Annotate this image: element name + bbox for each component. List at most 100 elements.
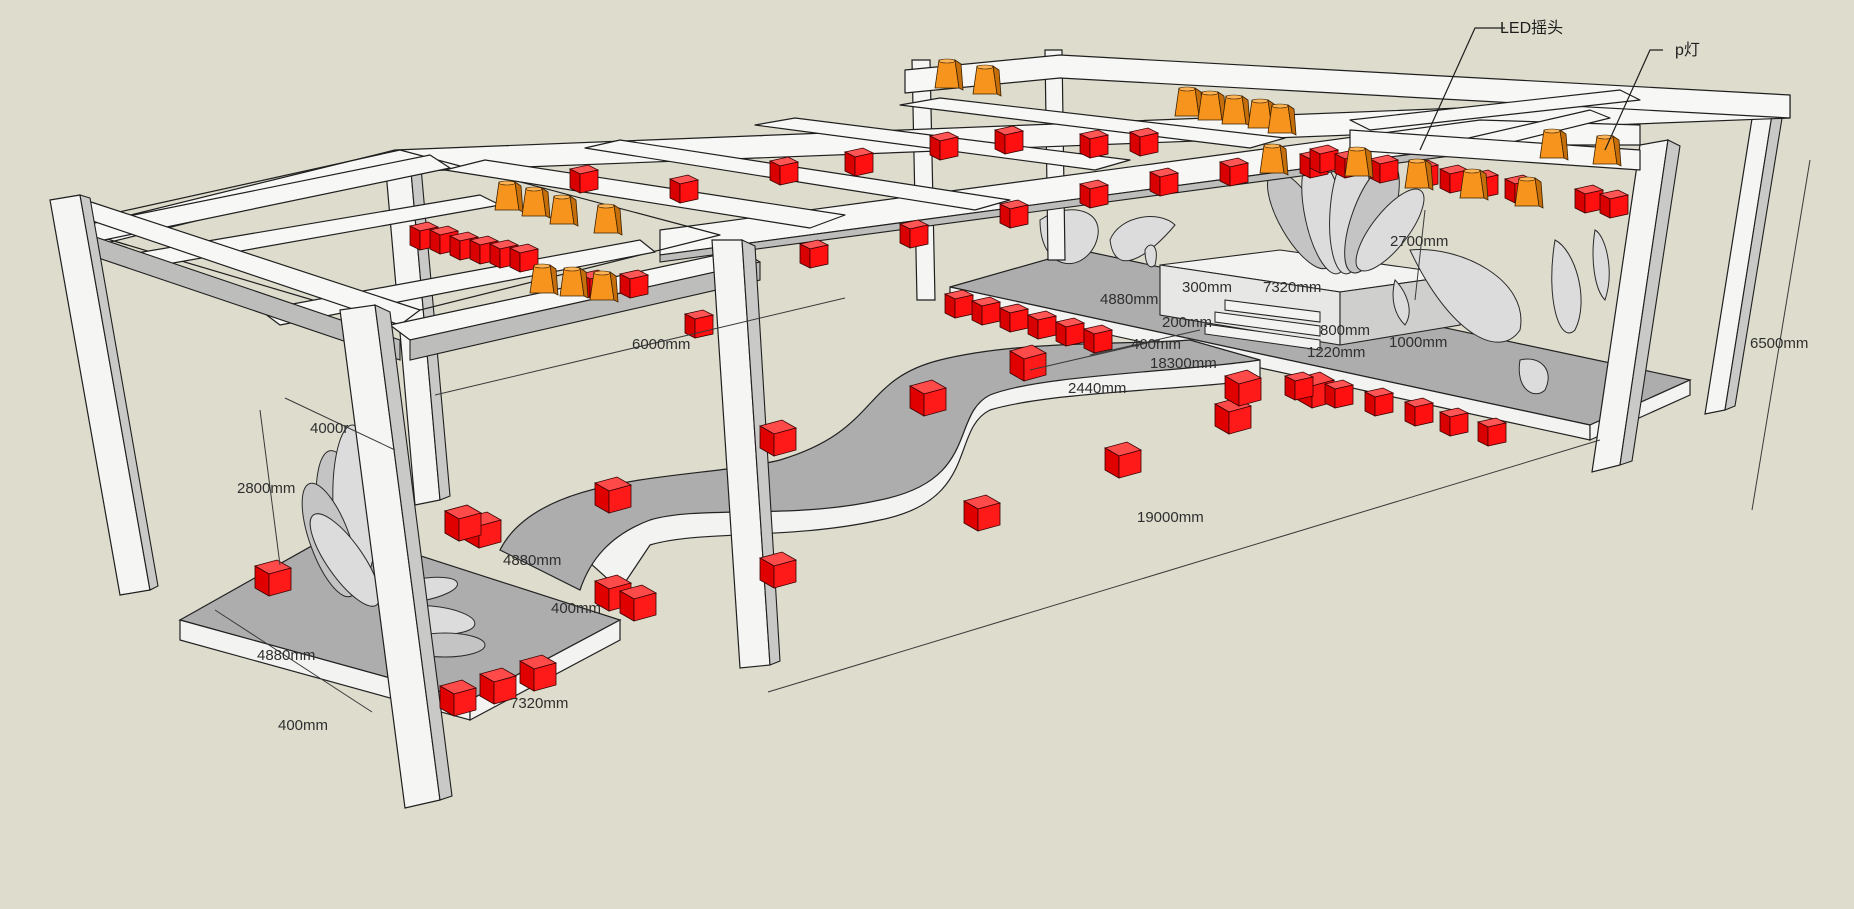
- led-moving-head-fixture: [1309, 144, 1339, 174]
- par-light-fixture: [593, 203, 623, 236]
- floor-light-fixture: [944, 289, 974, 319]
- led-moving-head-fixture: [569, 164, 599, 194]
- dim-total-length: 19000mm: [1137, 509, 1204, 526]
- led-moving-head-fixture: [844, 147, 874, 177]
- floor-light-box: [909, 379, 947, 417]
- floor-light-box: [1224, 369, 1262, 407]
- led-moving-head-fixture: [1574, 184, 1604, 214]
- floor-light-fixture: [1324, 379, 1354, 409]
- dim-left-side-depth: 4000r: [310, 420, 348, 437]
- dim-total-height: 6500mm: [1750, 335, 1808, 352]
- par-light-fixture: [529, 263, 559, 296]
- floor-light-box: [619, 584, 657, 622]
- dim-right-stage-height: 400mm: [1131, 336, 1181, 353]
- led-moving-head-fixture: [1219, 157, 1249, 187]
- callout-led-moving-head: LED摇头: [1500, 19, 1563, 37]
- dim-platform-top: 1000mm: [1389, 334, 1447, 351]
- dim-right-stage-width: 4880mm: [1100, 291, 1158, 308]
- par-light-fixture: [559, 266, 589, 299]
- floor-light-box: [1104, 441, 1142, 479]
- par-light-fixture: [1592, 134, 1622, 167]
- led-moving-head-fixture: [994, 125, 1024, 155]
- floor-light-box: [519, 654, 557, 692]
- dim-stair-rise: 200mm: [1162, 314, 1212, 331]
- floor-light-fixture: [971, 296, 1001, 326]
- petal-8: [1144, 244, 1157, 268]
- floor-light-box: [963, 494, 1001, 532]
- floor-light-fixture: [1364, 387, 1394, 417]
- stair-step-3: [1204, 323, 1321, 351]
- par-light-fixture: [549, 194, 579, 227]
- dim-runway-width: 2440mm: [1068, 380, 1126, 397]
- floor-light-box: [759, 419, 797, 457]
- par-light-fixture: [1197, 90, 1227, 123]
- dim-platform-depth: 1220mm: [1307, 344, 1365, 361]
- par-light-fixture: [494, 180, 524, 213]
- par-light-fixture: [1259, 143, 1289, 176]
- par-light-fixture: [972, 64, 1002, 97]
- dim-left-screen-height: 2800mm: [237, 480, 295, 497]
- led-moving-head-fixture: [1079, 179, 1109, 209]
- dim-truss-depth: 6000mm: [632, 336, 690, 353]
- floor-light-fixture: [1404, 397, 1434, 427]
- par-light-fixture: [934, 58, 964, 91]
- labels: LED摇头 p灯 6000mm 19000mm 6500mm 4000r 280…: [237, 19, 1808, 734]
- callout-par-light: p灯: [1675, 41, 1700, 59]
- floor-light-fixture: [1027, 310, 1057, 340]
- floor-light-box: [439, 679, 477, 717]
- led-moving-head-fixture: [799, 239, 829, 269]
- par-light-fixture: [1459, 168, 1489, 201]
- petal-6: [1592, 229, 1610, 301]
- led-moving-head-fixture: [899, 219, 929, 249]
- callout-leaders: [1419, 27, 1663, 151]
- par-light-fixture: [521, 186, 551, 219]
- runway-top: [499, 339, 1261, 591]
- dim-left-stage-height: 400mm: [278, 717, 328, 734]
- par-light-fixture: [1267, 103, 1297, 136]
- post-front-mid-side: [374, 304, 453, 801]
- floor-light-box: [759, 551, 797, 589]
- floor-light-fixture: [1055, 317, 1085, 347]
- beam-left-cross-1: [444, 159, 846, 229]
- led-moving-head-fixture: [1369, 154, 1399, 184]
- dim-runway-length: 18300mm: [1150, 355, 1217, 372]
- dimension-lines: [214, 159, 1811, 713]
- par-light-fixture: [1344, 146, 1374, 179]
- dim-left-runway-height: 400mm: [551, 600, 601, 617]
- led-moving-head-fixture: [769, 156, 799, 186]
- led-moving-head-fixture: [1079, 129, 1109, 159]
- dim-left-front-length: 7320mm: [510, 695, 568, 712]
- beam-rear-right: [904, 54, 1791, 119]
- par-light-fixture: [589, 270, 619, 303]
- floor-light-box: [254, 559, 292, 597]
- petal-3: [1409, 249, 1522, 343]
- floor-light-box: [444, 504, 482, 542]
- dim-left-stage-width: 4880mm: [257, 647, 315, 664]
- petal-2: [1109, 216, 1176, 262]
- led-moving-head-fixture: [684, 309, 714, 339]
- stair-step-2: [1214, 311, 1321, 337]
- post-back-mid-front: [911, 59, 936, 301]
- led-moving-head-fixture: [1599, 189, 1629, 219]
- led-moving-head-fixture: [669, 174, 699, 204]
- floor-light-fixture: [1477, 417, 1507, 447]
- floor-light-fixture: [1284, 371, 1314, 401]
- right-shell-backdrop: [1267, 149, 1425, 275]
- floor-light-box: [1009, 344, 1047, 382]
- beam-right-rear-short: [1349, 89, 1641, 131]
- par-light-fixture: [1514, 176, 1544, 209]
- petal-7: [1392, 279, 1410, 326]
- post-right-side: [1619, 139, 1681, 466]
- truss-left-top-fill: [59, 149, 721, 321]
- led-moving-head-fixture: [1149, 167, 1179, 197]
- dim-platform-width: 7320mm: [1263, 279, 1321, 296]
- par-light-fixture: [1539, 128, 1569, 161]
- stair-step-1: [1224, 299, 1321, 323]
- par-light-fixture: [1221, 94, 1251, 127]
- dim-upright-height: 2700mm: [1390, 233, 1448, 250]
- dim-left-runway-width: 4880mm: [503, 552, 561, 569]
- floor-light-fixture: [1083, 324, 1113, 354]
- post-front-left-side: [79, 194, 159, 591]
